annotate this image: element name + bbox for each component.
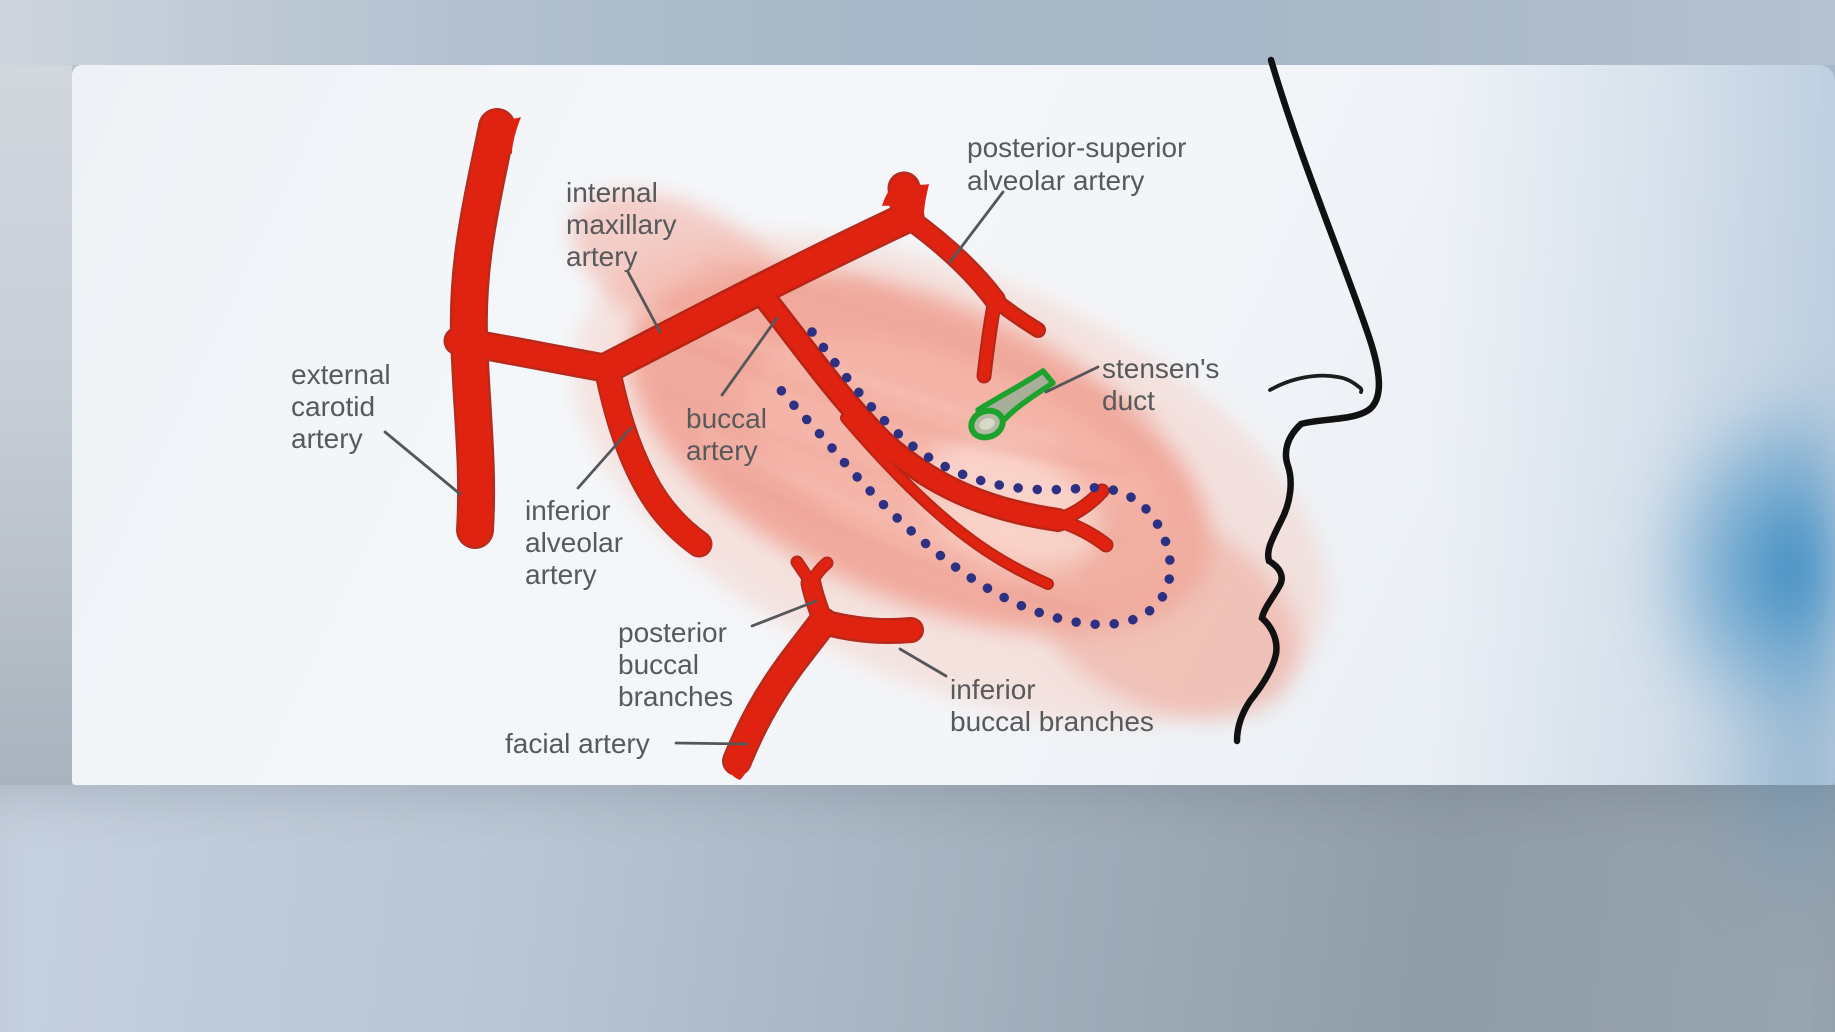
- psa-fork-tip: [978, 294, 1001, 382]
- facial-artery-vessel: [724, 609, 836, 774]
- buccal-fork-tip: [1052, 514, 1112, 551]
- leader-posterior-superior-alveolar: [948, 190, 1005, 264]
- leader-posterior-buccal: [750, 599, 818, 628]
- posterior-superior-alveolar-artery-vessel: [899, 209, 1004, 309]
- leader-stensens-duct: [1044, 365, 1100, 394]
- labels: posterior-superior alveolar artery inter…: [291, 132, 1227, 759]
- label-buccal-artery: buccal artery: [686, 403, 775, 466]
- label-inferior-buccal-branches: inferior buccal branches: [950, 674, 1154, 737]
- internal-maxillary-artery-vessel: [593, 203, 922, 382]
- posterior-buccal-branch-tip: [806, 558, 832, 588]
- artery-cut-end-flares: [477, 108, 929, 780]
- leader-inferior-alveolar: [576, 426, 633, 490]
- leader-external-carotid: [383, 430, 462, 496]
- backdrop-left-blur: [0, 65, 72, 785]
- artery-tree: [446, 110, 1112, 774]
- inferior-alveolar-artery-vessel: [595, 356, 711, 556]
- leader-lines: [383, 190, 1100, 746]
- leader-internal-maxillary: [626, 270, 662, 334]
- stensens-duct-shape: [968, 368, 1056, 441]
- label-stensens-duct: stensen's duct: [1102, 353, 1227, 416]
- buccal-artery-vessel: [754, 287, 1068, 530]
- backdrop-top-blur: [0, 0, 1835, 65]
- internal-maxillary-artery-vessel: [446, 329, 622, 381]
- buccinator-dotted-outline: [768, 327, 1175, 630]
- label-internal-maxillary-artery: internal maxillary artery: [566, 177, 684, 272]
- inferior-buccal-branch-vessel: [812, 611, 922, 642]
- leader-inferior-buccal: [898, 647, 948, 678]
- label-external-carotid-artery: external carotid artery: [291, 359, 398, 454]
- label-posterior-buccal-branches: posterior buccal branches: [618, 617, 735, 712]
- face-profile-main: [1233, 56, 1383, 745]
- leader-buccal: [720, 316, 779, 397]
- leader-facial: [674, 741, 749, 746]
- buccal-thin-branch: [842, 414, 1052, 588]
- label-facial-artery: facial artery: [505, 728, 650, 759]
- face-profile-outline: [1233, 56, 1383, 745]
- label-posterior-superior-alveolar-artery: posterior-superior alveolar artery: [967, 132, 1194, 196]
- nostril-line: [1268, 373, 1364, 394]
- label-inferior-alveolar-artery: inferior alveolar artery: [525, 495, 631, 590]
